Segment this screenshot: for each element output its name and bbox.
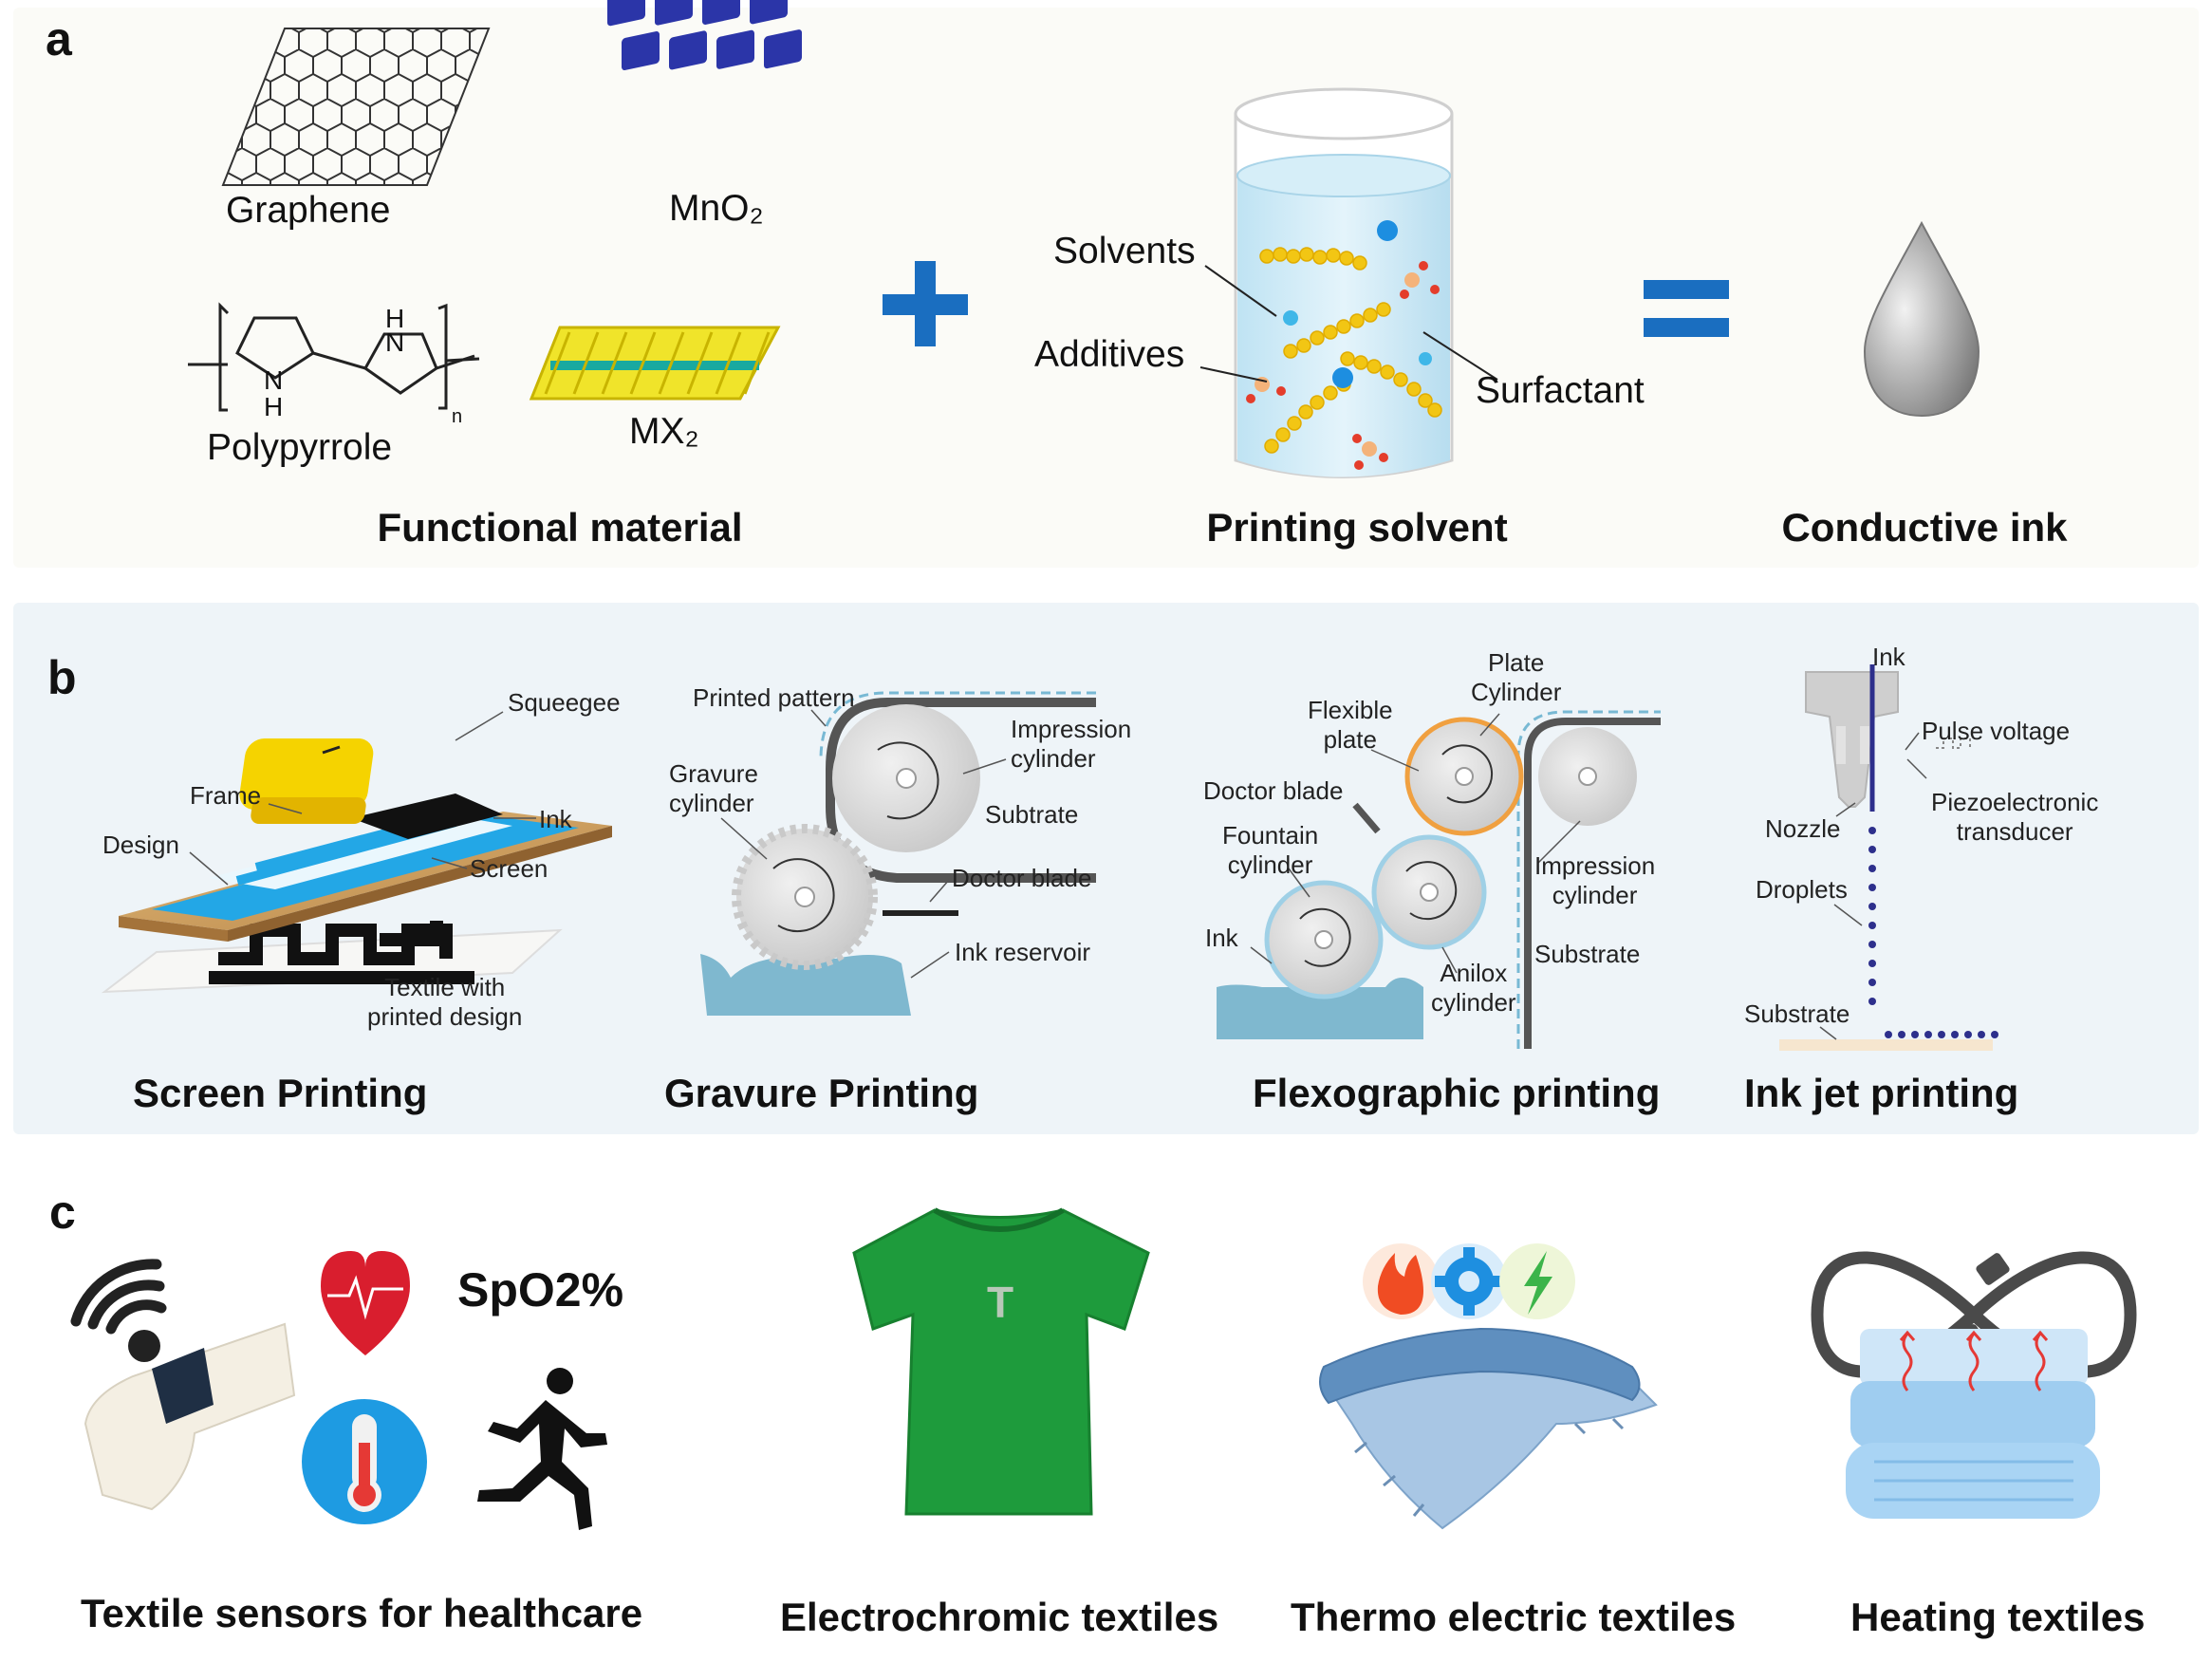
thermometer-icon (302, 1399, 427, 1524)
flame-icon (1377, 1253, 1423, 1315)
mx2-structure-icon (529, 326, 781, 401)
electrochromic-caption: Electrochromic textiles (780, 1595, 1219, 1639)
pulse-voltage-label: Pulse voltage (1922, 717, 2071, 745)
equals-icon (1644, 280, 1729, 337)
pyrrole-n-subscript: n (452, 406, 463, 427)
wifi-icon (70, 1259, 167, 1362)
textile-label: Textile with printed design (367, 973, 523, 1032)
runner-icon (477, 1368, 607, 1530)
pyrrole-n2-label: N (385, 327, 405, 357)
screen-leader-lines (189, 711, 536, 886)
graphene-lattice-icon (221, 28, 491, 186)
polypyrrole-label: Polypyrrole (207, 427, 393, 468)
flexo-ink-label: Ink (1205, 924, 1238, 952)
panel-label-b: b (47, 651, 77, 704)
infinity-plug-icon (1811, 1251, 2137, 1378)
screen-label: Screen (470, 854, 548, 883)
polypyrrole-structure-icon (188, 302, 480, 412)
thermo-icons (1363, 1243, 1575, 1319)
squeegee-label: Squeegee (508, 688, 621, 717)
printed-pattern-label: Printed pattern (693, 683, 855, 712)
flexible-plate-label: Flexible plate (1308, 696, 1393, 755)
conductive-ink-caption: Conductive ink (1781, 505, 2068, 550)
thermo-caption: Thermo electric textiles (1291, 1595, 1737, 1639)
panel-label-c: c (49, 1186, 76, 1239)
blanket-icon (1319, 1327, 1658, 1530)
gravure-printing-caption: Gravure Printing (664, 1071, 979, 1115)
gravure-doctor-blade-label: Doctor blade (952, 864, 1092, 892)
gear-icon (1435, 1247, 1503, 1316)
additives-label: Additives (1034, 334, 1185, 375)
plate-cylinder-label: Plate Cylinder (1471, 648, 1562, 707)
flexographic-printing-caption: Flexographic printing (1253, 1071, 1661, 1115)
folded-towel-icon (1846, 1329, 2100, 1519)
mno2-label: MnO₂ (669, 188, 764, 229)
inkjet-substrate-label: Substrate (1744, 999, 1850, 1028)
screen-ink-label: Ink (539, 805, 572, 833)
heating-caption: Heating textiles (1850, 1595, 2146, 1639)
pyrrole-nh-label: N (264, 365, 284, 395)
beaker-icon (1234, 87, 1454, 478)
flexo-impression-cylinder-label: Impression cylinder (1534, 851, 1656, 910)
inkjet-ink-label: Ink (1872, 643, 1905, 671)
tshirt-icon (852, 1207, 1150, 1516)
functional-material-caption: Functional material (377, 505, 743, 550)
subtrate-label: Subtrate (985, 800, 1079, 829)
flexo-substrate-label: Substrate (1534, 940, 1641, 968)
plus-icon (883, 261, 968, 346)
solvents-label: Solvents (1053, 231, 1196, 271)
pyrrole-h2-label: H (385, 304, 405, 333)
fountain-cylinder-label: Fountain cylinder (1222, 821, 1319, 880)
shirt-letter: T (987, 1278, 1014, 1327)
panel-label-a: a (46, 12, 72, 65)
pyrrole-h-label: H (264, 392, 284, 421)
piezo-transducer-label: Piezoelectronic transducer (1931, 788, 2099, 847)
surfactant-label: Surfactant (1476, 370, 1645, 411)
design-label: Design (102, 831, 179, 859)
anilox-cylinder-label: Anilox cylinder (1431, 959, 1516, 1018)
ink-reservoir-label: Ink reservoir (955, 938, 1091, 966)
droplets-label: Droplets (1756, 875, 1848, 904)
bolt-icon (1524, 1251, 1552, 1315)
gravure-leader-lines (720, 709, 1007, 979)
frame-label: Frame (190, 781, 262, 810)
screen-printing-caption: Screen Printing (133, 1071, 428, 1115)
solvent-leader-lines (1199, 265, 1498, 383)
printing-solvent-caption: Printing solvent (1206, 505, 1508, 550)
flexographic-printing-illustration (1217, 710, 1661, 1049)
impression-cylinder-label: Impression cylinder (1011, 715, 1132, 774)
heart-icon (321, 1251, 410, 1355)
solvent-particles (1246, 220, 1440, 470)
inkjet-printing-illustration (1779, 664, 1998, 1051)
flexo-leader-lines (1250, 713, 1581, 974)
spo2-label: SpO2% (457, 1263, 624, 1317)
inkjet-leader-lines (1819, 732, 1927, 1040)
mx2-label: MX₂ (629, 411, 699, 452)
nozzle-label: Nozzle (1765, 814, 1841, 843)
graphene-label: Graphene (226, 190, 391, 231)
gravure-cylinder-label: Gravure cylinder (669, 759, 758, 818)
screen-printing-illustration (101, 738, 612, 994)
healthcare-caption: Textile sensors for healthcare (81, 1591, 643, 1635)
flexo-doctor-blade-label: Doctor blade (1203, 776, 1344, 805)
wrist-arm-icon (84, 1322, 296, 1511)
ink-drop-icon (1863, 220, 1980, 418)
inkjet-printing-caption: Ink jet printing (1744, 1071, 2019, 1115)
gravure-printing-illustration (700, 691, 1096, 1016)
mno2-structure-icon (607, 0, 802, 71)
surfactant-molecules (1259, 247, 1442, 454)
